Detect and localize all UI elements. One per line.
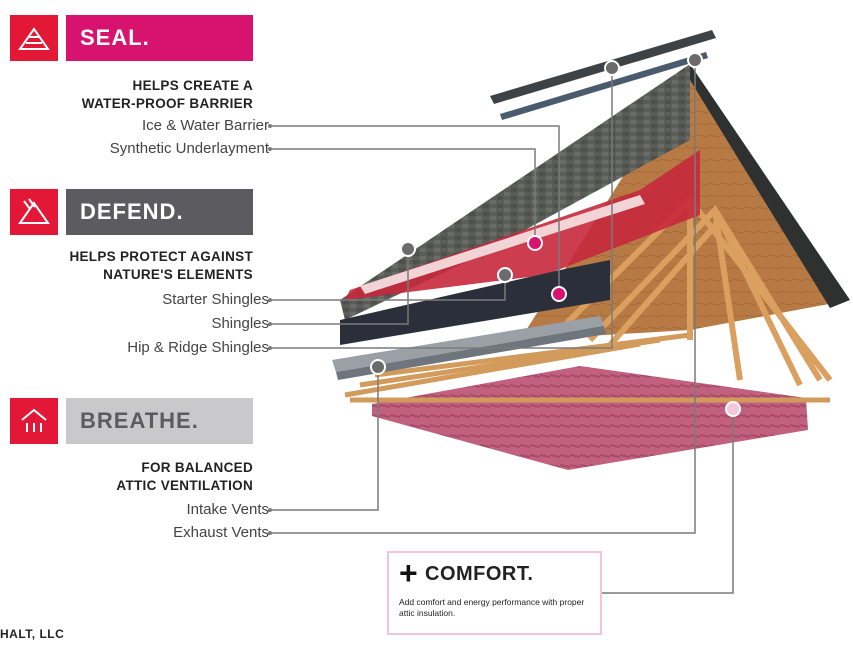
item-ice-water-barrier: Ice & Water Barrier	[142, 117, 269, 134]
marker-intake-vents	[370, 359, 386, 375]
breathe-heading: FOR BALANCED ATTIC VENTILATION	[116, 459, 253, 495]
marker-underlayment	[527, 235, 543, 251]
shingle-roof-plane	[340, 64, 690, 320]
item-intake-vents: Intake Vents	[186, 501, 269, 518]
seal-banner: SEAL.	[10, 15, 253, 61]
ridge-cap-strip	[490, 30, 716, 104]
breathe-heading-line2: ATTIC VENTILATION	[116, 478, 253, 493]
marker-ice-water	[551, 286, 567, 302]
shingle-seal-icon	[10, 15, 58, 61]
defend-label: DEFEND.	[80, 199, 184, 224]
floor-joists	[344, 332, 830, 403]
seal-heading: HELPS CREATE A WATER-PROOF BARRIER	[82, 77, 253, 113]
defend-heading-line2: NATURE'S ELEMENTS	[103, 267, 253, 282]
defend-banner: DEFEND.	[10, 189, 253, 235]
callout-end-dots	[268, 124, 272, 535]
item-hip-ridge-shingles: Hip & Ridge Shingles	[127, 339, 269, 356]
callout-lines	[272, 60, 734, 594]
plus-icon: +	[399, 555, 418, 591]
marker-hip-ridge	[604, 60, 620, 76]
breathe-banner: BREATHE.	[10, 398, 253, 444]
item-exhaust-vents: Exhaust Vents	[173, 524, 269, 541]
defend-heading: HELPS PROTECT AGAINST NATURE'S ELEMENTS	[69, 248, 253, 284]
dark-roof-plane	[690, 64, 850, 308]
marker-starter	[497, 267, 513, 283]
item-shingles: Shingles	[211, 315, 269, 332]
item-synthetic-underlayment: Synthetic Underlayment	[109, 140, 269, 157]
drip-edge	[332, 316, 604, 372]
footer-copyright: HALT, LLC	[0, 627, 65, 641]
seal-heading-line1: HELPS CREATE A	[132, 78, 253, 93]
ventilation-icon	[10, 398, 58, 444]
comfort-box: + COMFORT. Add comfort and energy perfor…	[387, 551, 602, 635]
intake-vent-strip	[336, 326, 606, 380]
breathe-label: BREATHE.	[80, 408, 199, 433]
comfort-description: Add comfort and energy performance with …	[399, 597, 585, 618]
defend-heading-line1: HELPS PROTECT AGAINST	[69, 249, 253, 264]
item-starter-shingles: Starter Shingles	[162, 291, 269, 308]
underlayment-white-band	[360, 195, 645, 294]
marker-exhaust-vents	[687, 52, 703, 68]
shingle-defend-icon	[10, 189, 58, 235]
marker-insulation	[725, 401, 741, 417]
attic-insulation	[372, 366, 808, 470]
seal-label: SEAL.	[80, 25, 150, 50]
seal-heading-line2: WATER-PROOF BARRIER	[81, 96, 253, 111]
marker-shingles	[400, 241, 416, 257]
breathe-heading-line1: FOR BALANCED	[141, 460, 253, 475]
ridge-vent-strip	[500, 52, 708, 120]
comfort-title: COMFORT.	[425, 563, 534, 585]
